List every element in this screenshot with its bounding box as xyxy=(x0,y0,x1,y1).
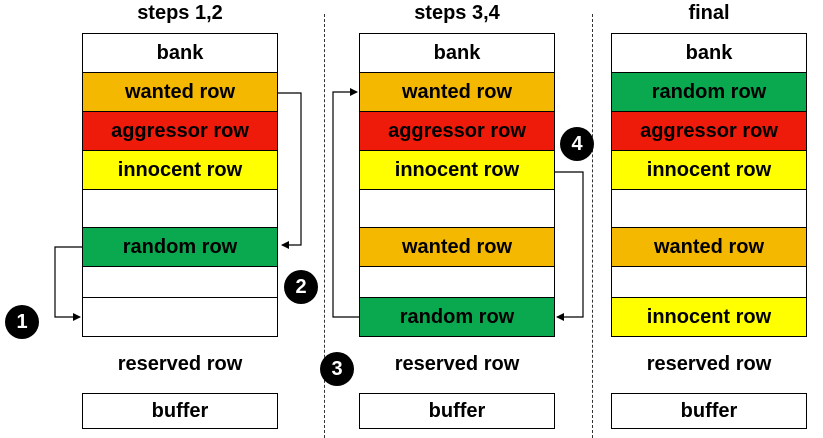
row-0: bank xyxy=(611,33,807,73)
row-5: wanted row xyxy=(611,227,807,267)
arrow-step-1 xyxy=(54,246,82,321)
step-3-badge: 3 xyxy=(320,352,354,386)
arrow-step-4 xyxy=(555,171,584,321)
row-2: aggressor row xyxy=(611,111,807,151)
buffer-box: buffer xyxy=(82,393,278,429)
step-1-badge: 1 xyxy=(5,305,39,339)
reserved-row-label: reserved row xyxy=(646,353,772,375)
row-5: random row xyxy=(82,227,278,267)
panel-title-steps-3-4: steps 3,4 xyxy=(414,2,500,24)
row-0: bank xyxy=(359,33,555,73)
arrow-step-2 xyxy=(278,92,302,249)
row-7: innocent row xyxy=(611,297,807,337)
buffer-box: buffer xyxy=(611,393,807,429)
arrow-step-3 xyxy=(332,88,359,318)
reserved-row-label: reserved row xyxy=(117,353,243,375)
row-3: innocent row xyxy=(611,150,807,190)
panel-title-steps-1-2: steps 1,2 xyxy=(137,2,223,24)
row-7: random row xyxy=(359,297,555,337)
divider-right xyxy=(592,14,593,438)
row-3: innocent row xyxy=(82,150,278,190)
buffer-box: buffer xyxy=(359,393,555,429)
row-3: innocent row xyxy=(359,150,555,190)
row-1: wanted row xyxy=(82,72,278,112)
reserved-row-label: reserved row xyxy=(394,353,520,375)
panel-title-final: final xyxy=(688,2,730,24)
row-7 xyxy=(82,297,278,337)
row-4 xyxy=(359,189,555,228)
row-1: wanted row xyxy=(359,72,555,112)
row-4 xyxy=(611,189,807,228)
row-2: aggressor row xyxy=(359,111,555,151)
row-6 xyxy=(82,266,278,298)
step-4-badge: 4 xyxy=(560,127,594,161)
row-0: bank xyxy=(82,33,278,73)
step-2-badge: 2 xyxy=(284,270,318,304)
divider-left xyxy=(324,14,325,438)
